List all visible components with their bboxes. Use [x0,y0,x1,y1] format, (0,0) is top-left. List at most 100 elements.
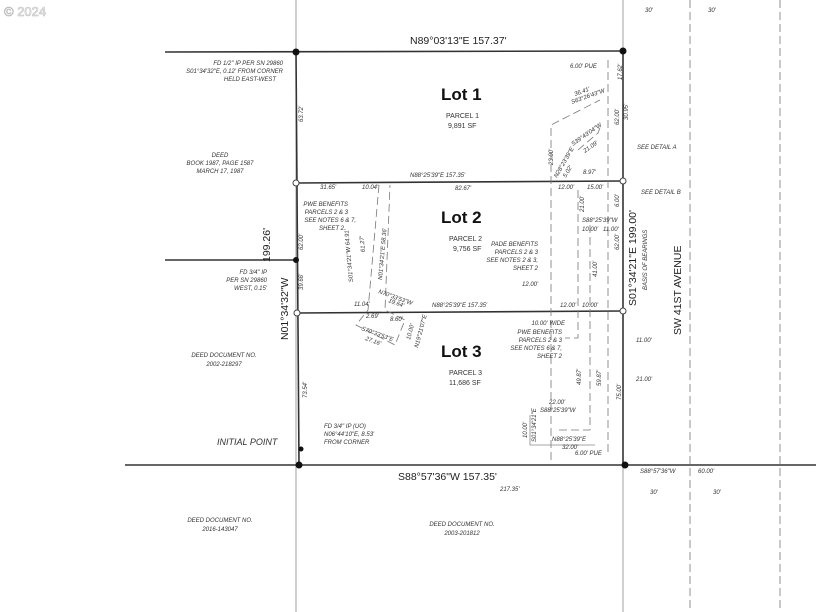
svg-text:82.67': 82.67' [455,186,472,192]
svg-text:HELD EAST-WEST: HELD EAST-WEST [224,77,277,83]
note-fd-three-quarter: FD 3/4" IP PER SN 29860 WEST, 0.15' [226,270,268,292]
note-deed-2002: DEED DOCUMENT NO. 2002-218297 [191,353,256,368]
south-bearing: S88°57'36"W 157.35' [398,471,497,483]
monument-ne [619,47,627,55]
svg-text:8.60': 8.60' [390,317,404,323]
svg-text:61.27': 61.27' [360,235,367,252]
se-bearing: S88°57'36"W [640,469,677,475]
line-2-3-bearing: N88°25'39"E 157.35' [432,303,488,309]
svg-text:23.00': 23.00' [549,148,555,166]
svg-text:62.00': 62.00' [615,233,621,250]
svg-text:11.00': 11.00' [603,227,620,233]
pwe-south [529,415,595,446]
row-bottom-left: 30' [650,490,659,496]
note-deed-2003: DEED DOCUMENT NO. 2003-201812 [429,522,494,537]
svg-text:11.00': 11.00' [636,338,653,344]
svg-text:S88°25'39"W: S88°25'39"W [582,218,619,224]
svg-text:75.00': 75.00' [617,383,623,400]
see-detail-a[interactable]: SEE DETAIL A [637,145,677,151]
svg-text:21.00': 21.00' [635,377,653,383]
svg-text:SHEET 2: SHEET 2 [537,354,563,360]
svg-text:73.54': 73.54' [303,381,309,398]
svg-text:15.00': 15.00' [587,185,604,191]
row-bottom-right: 30' [713,490,722,496]
svg-text:N19°21'07"E: N19°21'07"E [414,313,429,348]
svg-text:62.00': 62.00' [615,108,621,125]
svg-text:10.04': 10.04' [362,185,379,191]
south-ext-length: 217.35' [499,487,520,493]
west-bearing: N01°34'32"W [279,277,291,340]
note-pwe-east: 10.00' WIDE PWE BENEFITS PARCELS 2 & 3 S… [510,321,566,360]
svg-text:49.87': 49.87' [577,368,583,385]
lot-line-2-3 [297,310,624,314]
lot-1-label: Lot 1 [441,85,482,104]
monument-nw [292,48,300,56]
svg-text:FD 1/2" IP PER SN 29860: FD 1/2" IP PER SN 29860 [213,61,283,67]
svg-text:27.16': 27.16' [363,336,382,348]
north-boundary [164,50,624,53]
north-bearing: N89°03'13"E 157.37' [410,35,507,47]
svg-text:10.00': 10.00' [582,303,599,309]
svg-text:36.41': 36.41' [574,86,592,97]
svg-text:PADE BENEFITS: PADE BENEFITS [491,242,538,248]
parcel-2-area: 9,756 SF [453,246,481,253]
svg-text:N06°44'10"E, 8.53': N06°44'10"E, 8.53' [324,432,375,438]
svg-text:FROM CORNER: FROM CORNER [324,440,370,446]
parcel-1-label: PARCEL 1 [446,113,479,120]
svg-text:S01°34'32"E, 0.12' FROM CORNER: S01°34'32"E, 0.12' FROM CORNER [186,69,284,75]
svg-text:10.00': 10.00' [582,227,599,233]
svg-text:PARCELS 2 & 3: PARCELS 2 & 3 [519,338,563,344]
row-top-left: 30' [645,8,654,14]
svg-text:39.66': 39.66' [299,273,305,290]
svg-text:MARCH 17, 1987: MARCH 17, 1987 [196,169,244,175]
svg-text:DEED DOCUMENT NO.: DEED DOCUMENT NO. [429,522,494,528]
svg-text:21.00': 21.00' [580,195,586,213]
svg-text:BOOK 1987, PAGE 1587: BOOK 1987, PAGE 1587 [187,161,255,167]
note-pwe-west: PWE BENEFITS PARCELS 2 & 3 SEE NOTES 6 &… [303,202,356,232]
svg-text:DEED DOCUMENT NO.: DEED DOCUMENT NO. [191,353,256,359]
svg-text:41.00': 41.00' [593,260,599,277]
monument-initial-point [295,461,303,469]
see-detail-b[interactable]: SEE DETAIL B [641,190,681,196]
street-name: SW 41ST AVENUE [672,246,684,335]
parcel-3-label: PARCEL 3 [449,370,482,377]
pade-easement [550,99,601,460]
svg-text:SEE NOTES 6 & 7,: SEE NOTES 6 & 7, [510,346,562,352]
pue-bottom-label: 6.00' PUE [575,451,603,457]
monument-uo [298,446,304,452]
pwe-east-1 [565,190,579,339]
svg-text:12.00': 12.00' [558,185,575,191]
east-bearing: S01°34'21"E 199.00' [627,210,639,306]
svg-text:10.00': 10.00' [406,323,416,341]
svg-text:6.00': 6.00' [615,193,621,207]
corner-west-2 [293,309,301,317]
svg-text:12.00': 12.00' [522,282,539,288]
dimension-labels: 63.72' 62.00' 39.66' 73.54' 31.65' 10.04… [299,63,653,451]
svg-text:SHEET 2: SHEET 2 [513,266,539,272]
svg-text:19.64': 19.64' [387,298,405,309]
svg-text:PWE BENEFITS: PWE BENEFITS [303,202,348,208]
svg-text:2016-143047: 2016-143047 [201,527,238,533]
pue-top-label: 6.00' PUE [570,64,598,70]
svg-text:22.00': 22.00' [548,400,566,406]
lot-3-label: Lot 3 [441,342,482,361]
svg-text:62.00': 62.00' [299,233,305,250]
initial-point-label: INITIAL POINT [217,437,279,447]
west-length: 199.26' [261,228,273,262]
se-length: 60.00' [698,469,715,475]
svg-text:30.95': 30.95' [624,103,630,120]
pwe-east-2 [555,225,591,431]
svg-text:SEE NOTES 6 & 7,: SEE NOTES 6 & 7, [304,218,356,224]
svg-text:17.62': 17.62' [618,63,624,80]
watermark: © 2024 [4,4,46,19]
svg-text:N88°25'39"E: N88°25'39"E [552,437,587,443]
svg-text:PER SN 29860: PER SN 29860 [226,278,267,284]
svg-text:S01°34'21"E: S01°34'21"E [532,407,538,442]
svg-text:31.65': 31.65' [320,185,337,191]
svg-text:PARCELS 2 & 3: PARCELS 2 & 3 [495,250,539,256]
detail-a-easement [577,124,602,151]
svg-text:10.00' WIDE: 10.00' WIDE [532,321,566,327]
svg-text:63.72': 63.72' [299,105,305,122]
note-deed-book: DEED BOOK 1987, PAGE 1587 MARCH 17, 1987 [187,153,255,175]
svg-text:FD 3/4" IP (UO): FD 3/4" IP (UO) [324,424,366,430]
